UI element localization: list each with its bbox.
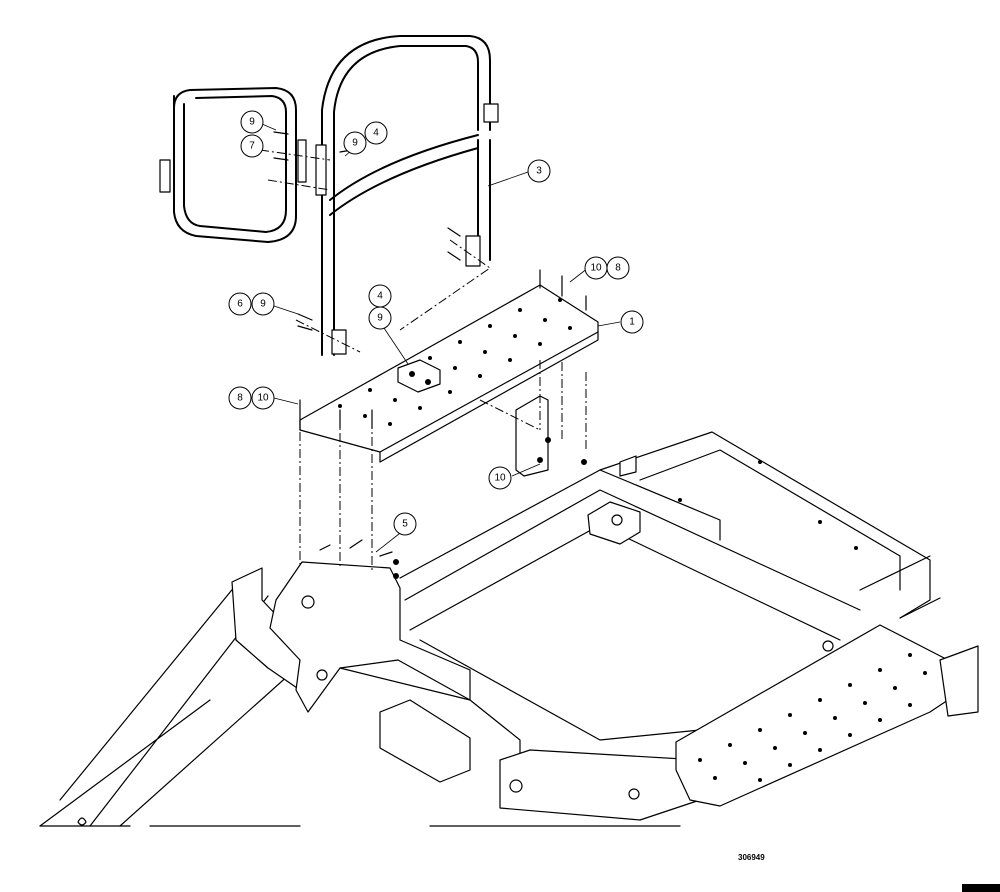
step-plate	[299, 284, 599, 463]
callout-label: 8	[237, 393, 243, 404]
callout-label: 3	[536, 166, 542, 177]
callout-10-bottom: 10	[488, 463, 541, 490]
callout-9-top: 9	[343, 131, 367, 157]
scale-bar	[962, 884, 1000, 892]
fasteners	[273, 131, 587, 579]
callout-8-top: 8	[606, 256, 630, 280]
drawing-reference-number: 306949	[738, 853, 765, 862]
callout-7: 7	[240, 134, 264, 158]
callout-label: 10	[257, 393, 269, 404]
callout-label: 10	[494, 473, 506, 484]
callout-label: 9	[260, 299, 266, 310]
callout-10-top: 10	[569, 256, 608, 283]
callout-10-left: 10	[251, 386, 299, 410]
callout-1: 1	[597, 310, 644, 334]
callout-label: 9	[249, 117, 255, 128]
callout-9-left: 9	[240, 110, 277, 134]
left-handrail	[159, 87, 307, 243]
callout-label: 10	[590, 263, 602, 274]
bottom-step-holes	[698, 653, 927, 782]
callout-label: 6	[237, 299, 243, 310]
callout-4-mid: 4	[368, 284, 392, 308]
callout-label: 9	[377, 313, 383, 324]
callout-label: 9	[352, 138, 358, 149]
side-bracket	[515, 395, 549, 477]
callout-label: 8	[615, 263, 621, 274]
callout-6: 6	[228, 292, 252, 316]
callout-4-top: 4	[364, 121, 388, 145]
small-tab	[619, 455, 637, 477]
callout-label: 7	[249, 141, 255, 152]
callout-label: 5	[402, 519, 408, 530]
corner-mark	[77, 817, 87, 826]
callout-3: 3	[487, 159, 551, 187]
callout-9-mid-left: 9	[251, 292, 299, 316]
callout-label: 4	[373, 128, 379, 139]
callout-label: 4	[377, 291, 383, 302]
right-handrail	[315, 35, 499, 356]
callout-9-mid: 9	[368, 306, 409, 365]
callout-label: 1	[629, 317, 635, 328]
callout-8-left: 8	[228, 386, 252, 410]
assembly-lines	[259, 149, 587, 572]
machine-frame	[39, 431, 979, 827]
callout-5: 5	[375, 512, 417, 553]
